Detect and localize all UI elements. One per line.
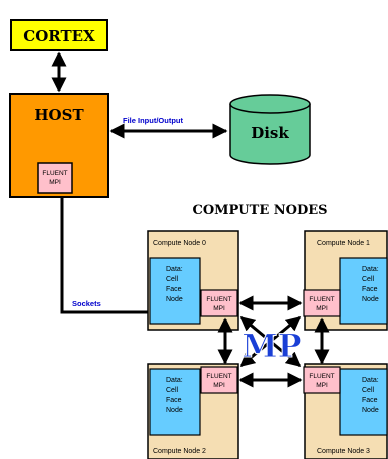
- compute-node-2-fluent-0: FLUENT: [206, 373, 231, 380]
- host-fluent-line2: MPI: [49, 179, 61, 186]
- compute-node-0-data-2: Face: [166, 286, 182, 293]
- compute-node-3-fluent-0: FLUENT: [309, 373, 334, 380]
- compute-node-2-data-3: Node: [166, 407, 183, 414]
- compute-node-3-fluent-box: [303, 366, 341, 394]
- disk-cylinder: Disk: [229, 94, 311, 165]
- compute-node-2-fluent-1: MPI: [213, 382, 225, 389]
- compute-node-2-data-2: Face: [166, 397, 182, 404]
- compute-node-1-data-0: Data:: [362, 266, 379, 273]
- compute-node-2: Data: Cell Face Node FLUENT MPI Compute …: [147, 363, 239, 459]
- compute-node-0-data-box: [149, 257, 201, 325]
- compute-node-0-data-0: Data:: [166, 266, 183, 273]
- compute-node-0-fluent-box: [200, 289, 238, 317]
- file-io-label: File Input/Output: [123, 116, 183, 125]
- cortex-label: CORTEX: [23, 27, 95, 45]
- compute-node-0-fluent-1: MPI: [213, 305, 225, 312]
- compute-node-1-data-3: Node: [362, 296, 379, 303]
- compute-node-1-title: Compute Node 1: [317, 240, 370, 247]
- compute-node-1: Compute Node 1 Data: Cell Face Node FLUE…: [303, 230, 388, 331]
- compute-node-3: Data: Cell Face Node FLUENT MPI Compute …: [303, 363, 388, 459]
- compute-node-2-title: Compute Node 2: [153, 448, 206, 455]
- compute-node-2-fluent-box: [200, 366, 238, 394]
- compute-node-1-data-2: Face: [362, 286, 378, 293]
- host-fluent-box: [37, 162, 73, 194]
- mp-interconnects: [217, 295, 330, 388]
- compute-node-0-data-1: Cell: [166, 276, 179, 283]
- compute-node-2-data-1: Cell: [166, 387, 179, 394]
- compute-node-0-title: Compute Node 0: [153, 240, 206, 247]
- host-box: HOST FLUENT MPI: [9, 93, 109, 198]
- compute-node-3-data-2: Face: [362, 397, 378, 404]
- compute-node-3-title: Compute Node 3: [317, 448, 370, 455]
- cortex-box: CORTEX: [10, 19, 108, 51]
- compute-node-2-data-0: Data:: [166, 377, 183, 384]
- compute-node-0-data-3: Node: [166, 296, 183, 303]
- compute-node-3-data-0: Data:: [362, 377, 379, 384]
- disk-label: Disk: [251, 124, 289, 142]
- host-label: HOST: [34, 106, 84, 124]
- compute-node-1-data-box: [339, 257, 388, 325]
- compute-node-0: Compute Node 0 Data: Cell Face Node FLUE…: [147, 230, 239, 331]
- compute-node-3-data-box: [339, 368, 388, 436]
- compute-node-3-data-3: Node: [362, 407, 379, 414]
- compute-node-1-fluent-box: [303, 289, 341, 317]
- sockets-label: Sockets: [72, 299, 101, 308]
- compute-node-3-data-1: Cell: [362, 387, 375, 394]
- compute-node-0-fluent-0: FLUENT: [206, 296, 231, 303]
- compute-node-3-fluent-1: MPI: [316, 382, 328, 389]
- host-fluent-line1: FLUENT: [42, 170, 67, 177]
- compute-nodes-title: COMPUTE NODES: [192, 203, 327, 218]
- compute-node-2-data-box: [149, 368, 201, 436]
- compute-node-1-fluent-0: FLUENT: [309, 296, 334, 303]
- mp-label: MP: [242, 327, 301, 365]
- compute-node-1-data-1: Cell: [362, 276, 375, 283]
- compute-node-1-fluent-1: MPI: [316, 305, 328, 312]
